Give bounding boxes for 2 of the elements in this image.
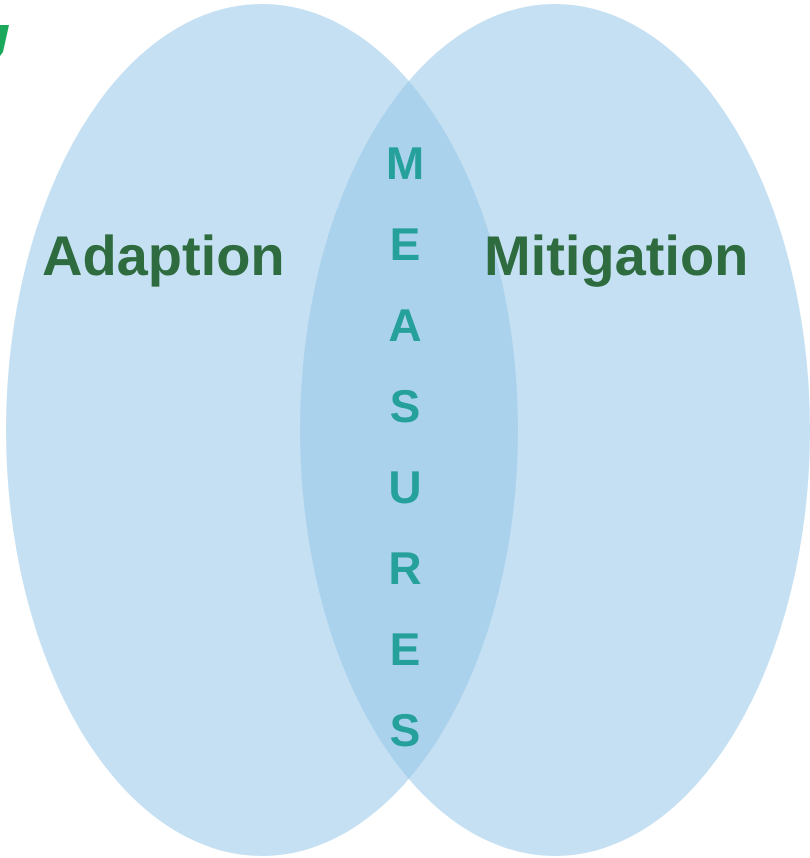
vertical-label: MEASURES — [382, 137, 428, 785]
venn-ellipse — [300, 4, 810, 856]
